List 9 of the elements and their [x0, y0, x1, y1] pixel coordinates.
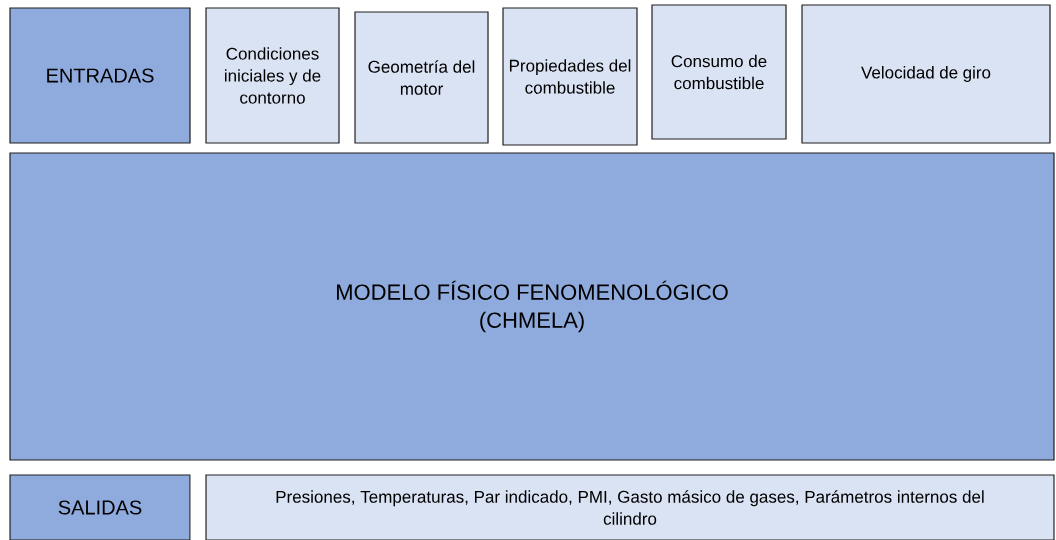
input-box: Condiciones iniciales y de contorno	[205, 7, 340, 144]
model-box: MODELO FÍSICO FENOMENOLÓGICO (CHMELA)	[9, 152, 1055, 461]
output-box: Presiones, Temperaturas, Par indicado, PMI, Gasto másico de gases, Parámetros internos del cilindro	[205, 474, 1055, 540]
input-box: Consumo de combustible	[651, 4, 787, 140]
heading-box: SALIDAS	[9, 474, 191, 540]
input-box: Propiedades del combustible	[502, 7, 638, 146]
heading-box: ENTRADAS	[9, 7, 191, 144]
input-box: Geometría del motor	[354, 11, 489, 144]
input-box: Velocidad de giro	[801, 4, 1051, 144]
